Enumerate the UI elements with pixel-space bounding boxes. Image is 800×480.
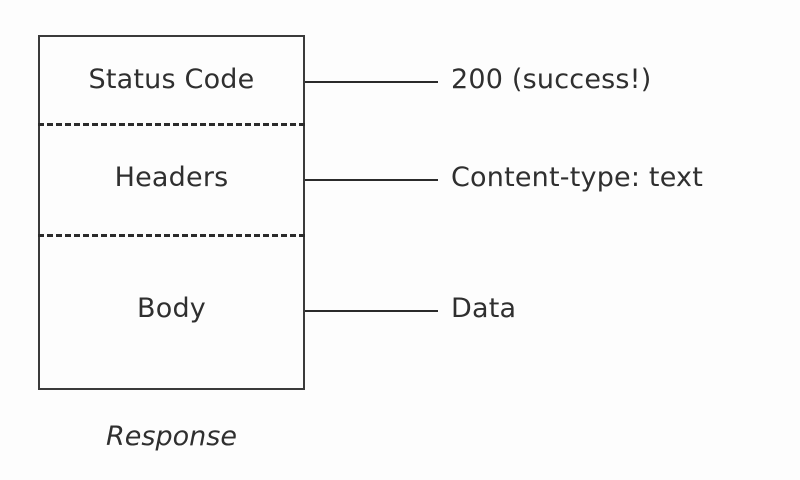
annotation-headers-value: Content-type: text — [451, 162, 704, 193]
section-label-body: Body — [137, 293, 206, 324]
section-separator-1 — [38, 123, 305, 126]
annotation-status-code-value: 200 (success!) — [451, 64, 652, 95]
annotation-body-value: Data — [451, 293, 517, 324]
diagram-caption: Response — [106, 421, 237, 452]
section-separator-2 — [38, 234, 305, 237]
response-box — [38, 35, 305, 390]
leader-line-status-code — [305, 81, 438, 83]
leader-line-body — [305, 310, 438, 312]
section-label-status-code: Status Code — [88, 64, 255, 95]
leader-line-headers — [305, 179, 438, 181]
section-label-headers: Headers — [114, 162, 229, 193]
